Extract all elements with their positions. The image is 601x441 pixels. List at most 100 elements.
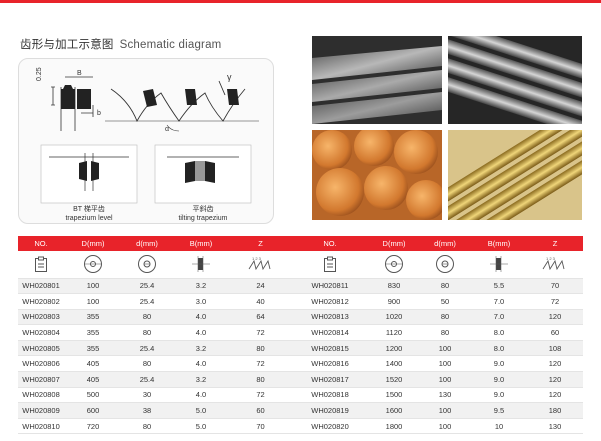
outer-diameter-icon-2 — [369, 251, 419, 279]
cell-teeth-count: 72 — [230, 355, 291, 373]
tt-caption-cn: 平斜齿 — [192, 206, 214, 213]
cell-outer-diameter: 720 — [64, 418, 122, 435]
teeth-count-numbers: 1 2 3 — [252, 256, 262, 261]
cell-teeth-count-2: 180 — [527, 402, 583, 419]
cell-no-2: WH020816 — [291, 355, 369, 373]
aluminium-plates-photo — [312, 36, 442, 124]
header-b-2: B(mm) — [471, 236, 527, 251]
cell-outer-diameter-2: 900 — [369, 293, 419, 310]
cell-bore-diameter-2: 100 — [419, 340, 471, 357]
cell-outer-diameter-2: 1400 — [369, 355, 419, 373]
cell-outer-diameter-2: 1120 — [369, 324, 419, 341]
cell-teeth-count: 72 — [230, 387, 291, 404]
cell-kerf-width: 3.2 — [172, 340, 230, 357]
cell-bore-diameter: 80 — [122, 355, 172, 373]
cell-kerf-width-2: 7.0 — [471, 309, 527, 326]
cell-no: WH020802 — [18, 293, 64, 310]
cell-outer-diameter-2: 830 — [369, 278, 419, 295]
cell-no-2: WH020812 — [291, 293, 369, 310]
cell-bore-diameter: 80 — [122, 324, 172, 341]
cell-no: WH020805 — [18, 340, 64, 357]
cell-teeth-count: 80 — [230, 340, 291, 357]
cell-kerf-width-2: 7.0 — [471, 293, 527, 310]
dim-025-label: 0.25 — [36, 67, 43, 81]
teeth-count-numbers-2: 1 2 3 — [546, 256, 556, 261]
cell-no-2: WH020814 — [291, 324, 369, 341]
cell-bore-diameter: 25.4 — [122, 278, 172, 295]
cell-teeth-count: 80 — [230, 371, 291, 388]
cell-bore-diameter-2: 80 — [419, 278, 471, 295]
brass-rods-photo — [448, 130, 582, 220]
cell-outer-diameter: 500 — [64, 387, 122, 404]
section-title-en: Schematic diagram — [119, 39, 222, 51]
cell-no: WH020809 — [18, 402, 64, 419]
specs-table: NO. D(mm) d(mm) B(mm) Z NO. D(mm) d(mm) … — [18, 236, 583, 435]
cell-teeth-count: 60 — [230, 402, 291, 419]
tooth-profile-drawing — [40, 76, 259, 204]
cell-kerf-width-2: 9.0 — [471, 387, 527, 404]
cell-no-2: WH020813 — [291, 309, 369, 326]
cell-no: WH020808 — [18, 387, 64, 404]
table-header-row: NO. D(mm) d(mm) B(mm) Z NO. D(mm) d(mm) … — [18, 236, 583, 251]
cell-outer-diameter-2: 1200 — [369, 340, 419, 357]
cell-teeth-count-2: 60 — [527, 324, 583, 341]
cell-kerf-width: 4.0 — [172, 387, 230, 404]
cell-kerf-width: 5.0 — [172, 402, 230, 419]
cell-outer-diameter: 100 — [64, 278, 122, 295]
cell-no: WH020806 — [18, 355, 64, 373]
header-b: B(mm) — [172, 236, 230, 251]
cell-kerf-width-2: 9.0 — [471, 355, 527, 373]
cell-kerf-width: 4.0 — [172, 324, 230, 341]
cell-no-2: WH020811 — [291, 278, 369, 295]
cell-no: WH020804 — [18, 324, 64, 341]
dim-b-lower-label: b — [97, 110, 101, 117]
cell-no: WH020801 — [18, 278, 64, 295]
cell-outer-diameter: 355 — [64, 340, 122, 357]
cell-bore-diameter: 80 — [122, 309, 172, 326]
header-d-bore: d(mm) — [122, 236, 172, 251]
cell-outer-diameter: 100 — [64, 293, 122, 310]
cell-bore-diameter: 25.4 — [122, 371, 172, 388]
cell-outer-diameter-2: 1600 — [369, 402, 419, 419]
cell-bore-diameter-2: 100 — [419, 371, 471, 388]
cell-kerf-width: 3.0 — [172, 293, 230, 310]
cell-kerf-width-2: 10 — [471, 418, 527, 435]
cell-no: WH020803 — [18, 309, 64, 326]
cell-no-2: WH020820 — [291, 418, 369, 435]
top-red-bar — [0, 0, 601, 3]
cell-bore-diameter-2: 130 — [419, 387, 471, 404]
bore-diameter-icon — [122, 251, 172, 279]
cell-teeth-count-2: 108 — [527, 340, 583, 357]
steel-rods-photo — [448, 36, 582, 124]
cell-kerf-width-2: 8.0 — [471, 324, 527, 341]
cell-kerf-width-2: 9.5 — [471, 402, 527, 419]
cell-outer-diameter-2: 1520 — [369, 371, 419, 388]
header-d-outer-2: D(mm) — [369, 236, 419, 251]
copper-rods-photo — [312, 130, 442, 220]
bt-caption-en: trapezium level — [65, 215, 113, 222]
kerf-width-icon — [172, 251, 230, 279]
teeth-count-icon-2: 1 2 3 — [527, 251, 583, 279]
cell-outer-diameter: 405 — [64, 371, 122, 388]
cell-kerf-width: 5.0 — [172, 418, 230, 435]
cell-bore-diameter-2: 80 — [419, 309, 471, 326]
header-d-outer: D(mm) — [64, 236, 122, 251]
cell-bore-diameter: 80 — [122, 418, 172, 435]
bt-caption-cn: BT 梯平齿 — [73, 206, 105, 213]
table-icon-row: 1 2 3 1 2 3 — [18, 251, 583, 279]
outer-diameter-icon — [64, 251, 122, 279]
header-no: NO. — [18, 236, 64, 251]
cell-no-2: WH020819 — [291, 402, 369, 419]
cell-outer-diameter: 600 — [64, 402, 122, 419]
cell-teeth-count: 64 — [230, 309, 291, 326]
tt-caption-en: tilting trapezium — [178, 215, 228, 222]
cell-bore-diameter-2: 100 — [419, 402, 471, 419]
cell-kerf-width-2: 5.5 — [471, 278, 527, 295]
